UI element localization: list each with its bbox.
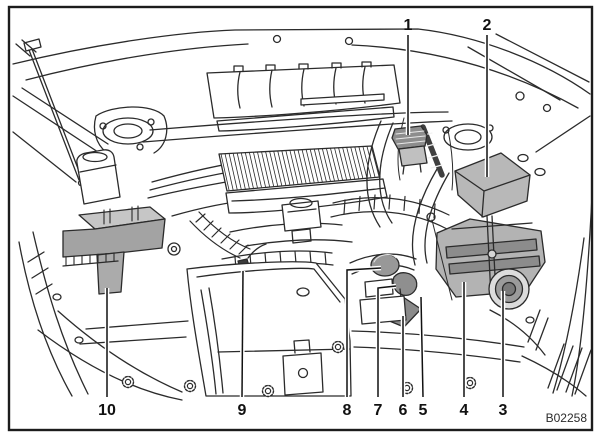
callout-7-line [377, 285, 397, 397]
callout-5-line [420, 296, 424, 398]
left-strut-tower [93, 106, 168, 154]
hood-prop-rod [23, 38, 85, 187]
hood-cowl [12, 28, 591, 183]
coolant-cap [488, 268, 530, 310]
callout-9-number: 9 [238, 402, 247, 419]
air-cleaner-box [62, 205, 166, 295]
callout-4-number: 4 [460, 402, 469, 419]
callout-8-number: 8 [343, 402, 352, 419]
callout-2-number: 2 [483, 17, 492, 34]
fuse-box [454, 152, 531, 218]
component-7-shape [392, 272, 418, 296]
callout-9-line [241, 270, 244, 398]
filter-hatch-lines [220, 145, 380, 191]
center-sensor-unit [281, 197, 322, 244]
corrugated-hoses [189, 194, 450, 272]
callout-1-number: 1 [404, 17, 413, 34]
callout-8-line [346, 267, 382, 397]
frame-bolts [121, 340, 477, 398]
callout-6-number: 6 [399, 402, 408, 419]
callout-10-number: 10 [98, 402, 116, 419]
washer-reservoir [76, 149, 121, 205]
callout-7-number: 7 [374, 402, 383, 419]
engine-bay-art [12, 28, 591, 401]
callout-3-number: 3 [499, 402, 508, 419]
right-strut-tower [442, 91, 591, 397]
oil-filler-cap [370, 253, 400, 277]
figure-code: B02258 [546, 411, 588, 425]
callouts-layer: 1 2 3 4 567 8 9 10 [98, 17, 507, 419]
frame-and-brackets [18, 231, 591, 401]
callout-5-number: 5 [419, 402, 428, 419]
intake-duct-cover [186, 261, 352, 397]
brake-fluid-reservoir [391, 125, 428, 175]
